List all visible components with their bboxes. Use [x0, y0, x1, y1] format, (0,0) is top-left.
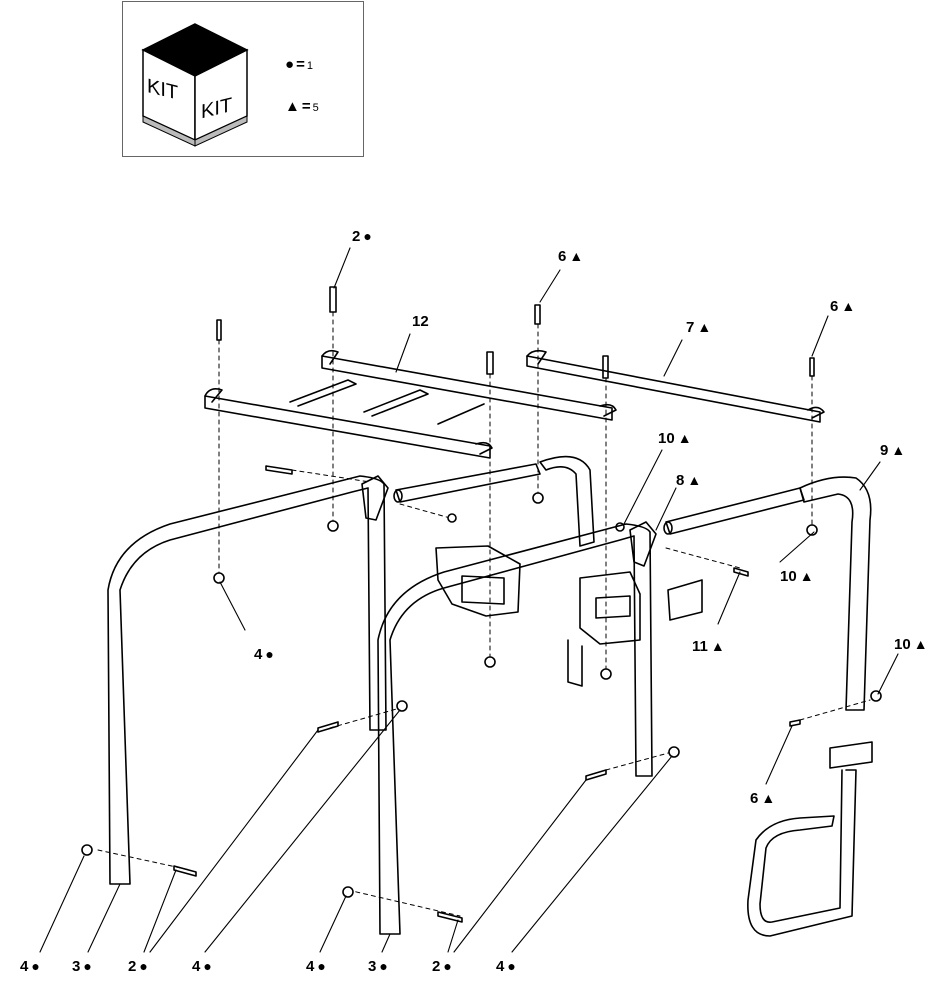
callout-2-bottom-a: 2●: [128, 958, 148, 975]
crossbar-7: [526, 349, 825, 423]
callout-4-bottom-b: 4●: [192, 958, 212, 975]
callout-2-top: 2●: [352, 228, 372, 245]
callout-10-mid: 10▲: [780, 568, 814, 585]
kit-legend-box: KIT KIT ●=1 ▲=5: [122, 1, 364, 157]
legend-circle-qty: 1: [306, 60, 313, 72]
callout-4-left: 4●: [254, 646, 274, 663]
callout-6-lower: 6▲: [750, 790, 776, 807]
rear-hoop: [539, 455, 595, 547]
kit-cube-icon: KIT KIT: [141, 23, 249, 147]
legend-triangle-qty: 5: [312, 102, 319, 114]
tube-8: [393, 463, 805, 535]
roll-bar-left-3: [107, 475, 389, 885]
callout-4-bottom-d: 4●: [496, 958, 516, 975]
callout-4-bottom-a: 4●: [20, 958, 40, 975]
roll-bar-right-3: [377, 521, 657, 935]
legend-circle: ●=1: [285, 56, 313, 73]
callout-9: 9▲: [880, 442, 906, 459]
legend-triangle: ▲=5: [285, 98, 319, 115]
callout-10-right: 10▲: [894, 636, 928, 653]
nuts: [81, 492, 882, 898]
callout-12: 12: [412, 313, 429, 330]
callout-3-bottom-b: 3●: [368, 958, 388, 975]
callout-4-bottom-c: 4●: [306, 958, 326, 975]
legend-triangle-symbol: ▲: [285, 98, 300, 115]
center-brackets: [435, 545, 703, 687]
callout-3-bottom-a: 3●: [72, 958, 92, 975]
lower-bolts: [173, 465, 801, 923]
canopy-frame-12: [204, 349, 617, 459]
top-bolts: [216, 286, 815, 379]
callout-11: 11▲: [692, 638, 725, 655]
callout-2-bottom-b: 2●: [432, 958, 452, 975]
hoop-9: [799, 476, 872, 711]
callout-10-upper: 10▲: [658, 430, 692, 447]
step-handle: [747, 741, 873, 937]
callout-8: 8▲: [676, 472, 702, 489]
callout-6-right: 6▲: [830, 298, 856, 315]
callout-7: 7▲: [686, 319, 712, 336]
legend-circle-symbol: ●: [285, 56, 295, 73]
callout-6-top: 6▲: [558, 248, 584, 265]
